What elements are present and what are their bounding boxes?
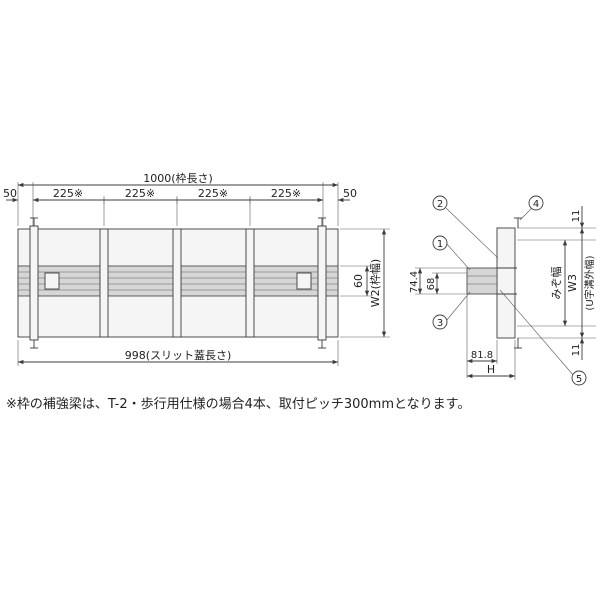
label-dim-h: H (487, 363, 495, 376)
svg-text:5: 5 (576, 374, 582, 385)
label-dim-81: 81.8 (471, 350, 493, 361)
svg-text:2: 2 (437, 199, 443, 210)
label-frame-width: W2(枠幅) (368, 259, 382, 307)
callout-4: 4 (528, 195, 544, 211)
callout-2: 2 (432, 195, 448, 211)
label-w3: W3 (566, 274, 579, 292)
section-slit (466, 267, 498, 295)
svg-text:3: 3 (437, 318, 443, 329)
label-end-margin-left: 50 (3, 187, 17, 200)
label-pitch: 225※ (125, 187, 155, 200)
bolt-icon (318, 340, 326, 349)
reinforcement-beam (99, 228, 109, 338)
bolt-icon (514, 338, 522, 349)
label-dim-68: 68 (426, 278, 437, 291)
label-u-outer-width: (U字溝外幅) (583, 255, 596, 310)
label-pitch: 225※ (198, 187, 228, 200)
reinforcement-beam (245, 228, 255, 338)
anchor-box-left (44, 272, 60, 290)
label-total-length: 1000(枠長さ) (143, 171, 213, 185)
label-dim-bottom-11: 11 (571, 344, 582, 357)
label-groove-width: みぞ幅 (550, 267, 563, 300)
label-dim-top-11: 11 (571, 210, 582, 223)
front-view: 1000(枠長さ) 50 50 225※ 225※ 225※ 225※ 998(… (3, 171, 390, 366)
end-post-left (29, 225, 39, 341)
label-end-margin-right: 50 (343, 187, 357, 200)
svg-text:4: 4 (533, 199, 539, 210)
callout-5: 5 (571, 370, 587, 386)
section-frame (496, 227, 516, 339)
section-view: 2 1 3 4 5 74.4 68 81.8 H (409, 195, 596, 386)
callout-3: 3 (432, 314, 448, 330)
bolt-icon (30, 340, 38, 349)
bolt-icon (318, 217, 326, 226)
label-pitch: 225※ (271, 187, 301, 200)
label-pitch: 225※ (53, 187, 83, 200)
label-slit-cover-length: 998(スリット蓋長さ) (125, 349, 232, 362)
anchor-box-right (296, 272, 312, 290)
bolt-icon (514, 217, 522, 228)
reinforcement-beam (172, 228, 182, 338)
footnote: ※枠の補強梁は、T-2・歩行用仕様の場合4本、取付ピッチ300mmとなります。 (6, 397, 471, 412)
callout-1: 1 (432, 235, 448, 251)
svg-text:1: 1 (437, 239, 443, 250)
label-dim-74: 74.4 (409, 271, 420, 293)
label-slit-width: 60 (352, 274, 365, 288)
bolt-icon (30, 217, 38, 226)
end-post-right (317, 225, 327, 341)
